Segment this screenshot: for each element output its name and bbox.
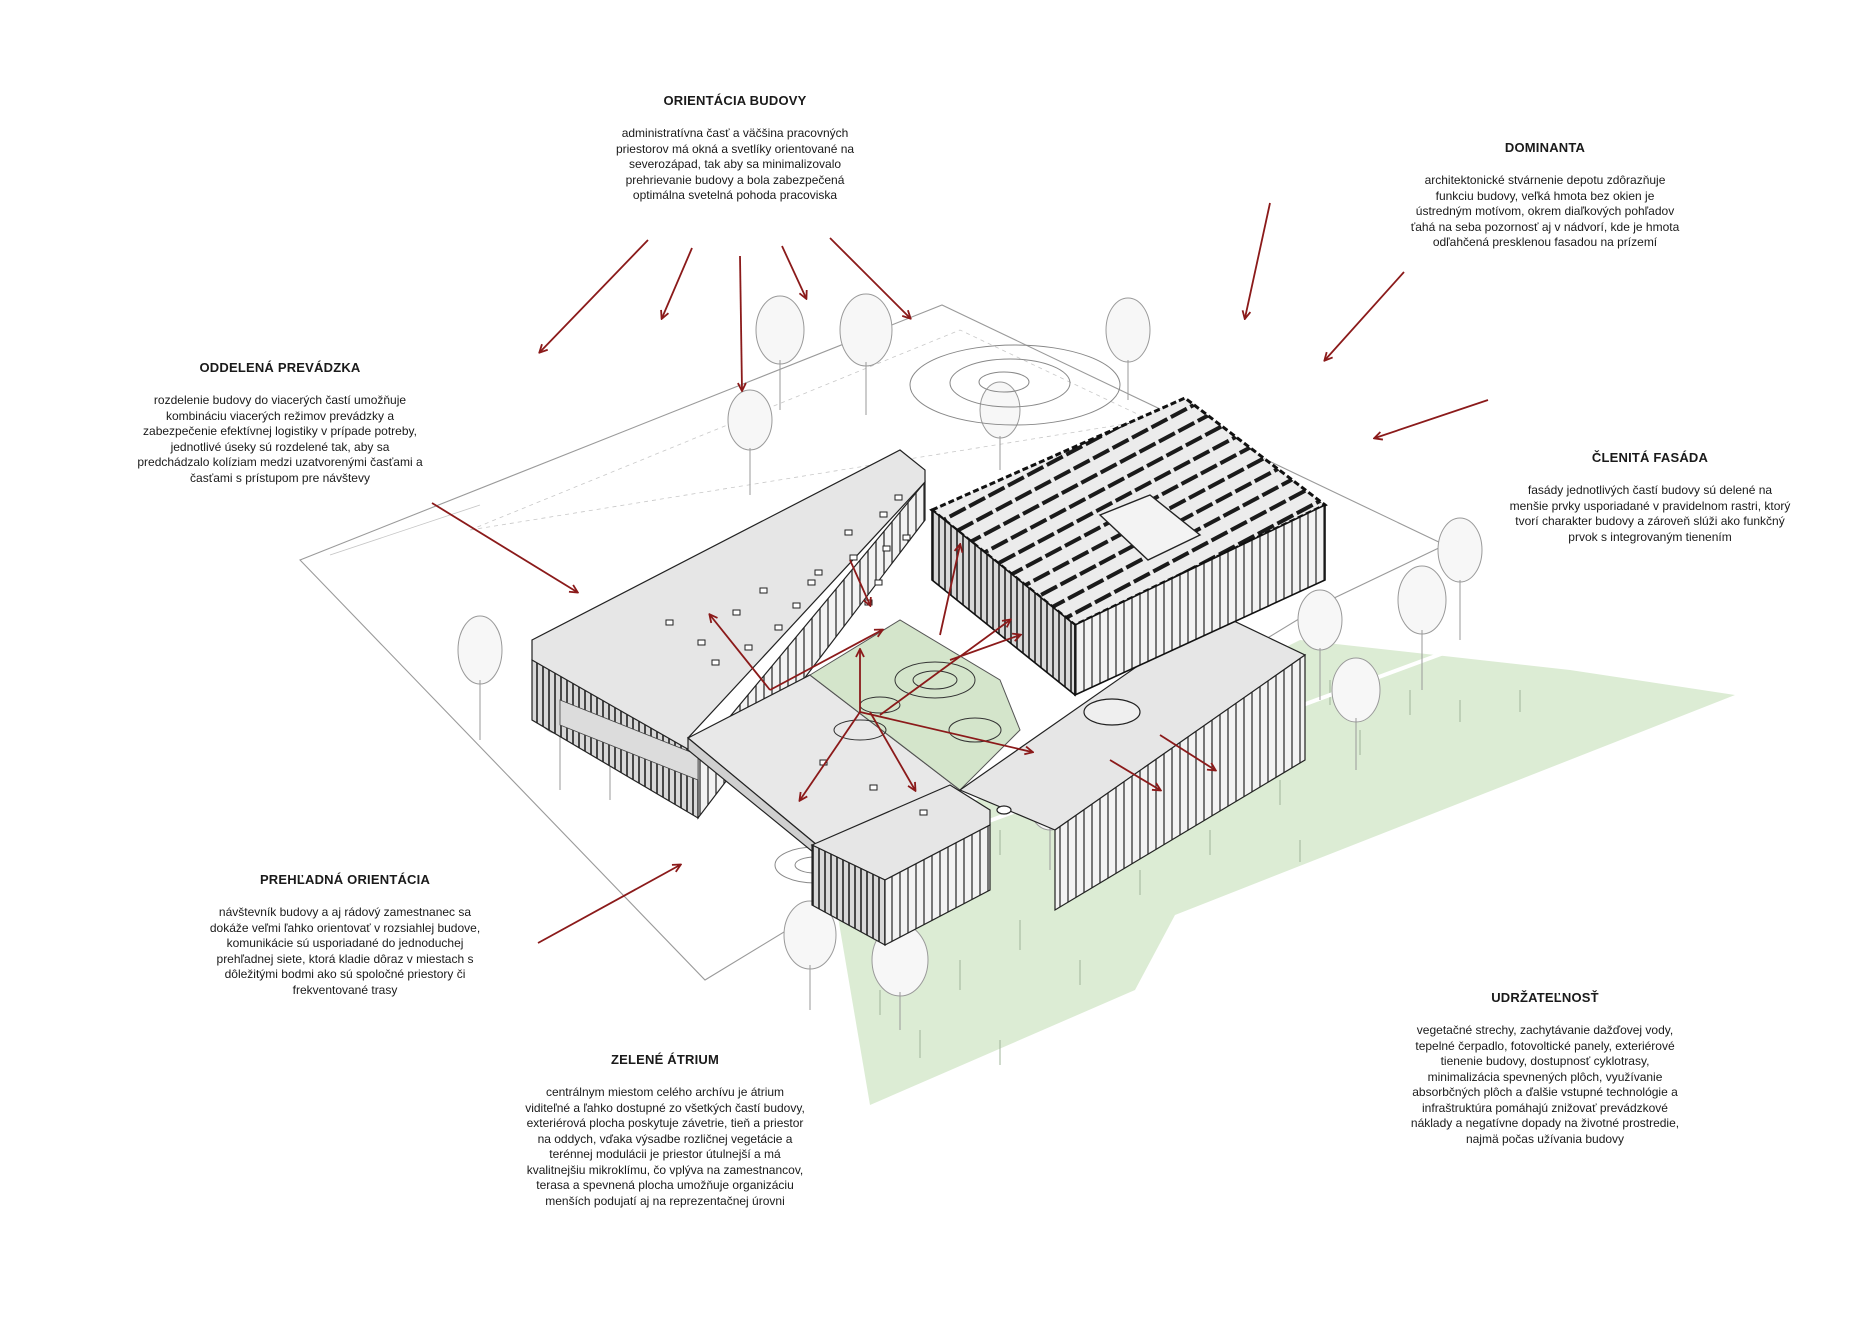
arrow-atrium-2 bbox=[710, 615, 771, 691]
south-pavilion bbox=[810, 784, 1012, 947]
arrow-atrium-5 bbox=[800, 711, 861, 800]
annotation-title: ORIENTÁCIA BUDOVY bbox=[663, 93, 807, 108]
annotation-title: ZELENÉ ÁTRIUM bbox=[610, 1052, 720, 1067]
arrow-orientacia-5 bbox=[829, 237, 910, 318]
annotation-udrzatelnost: UDRŽATEĽNOSŤ vegetačné strechy, zachytáv… bbox=[1385, 990, 1705, 1147]
annotation-dominanta: DOMINANTA architektonické stvárnenie dep… bbox=[1390, 140, 1700, 251]
arrow-oddelena bbox=[431, 502, 577, 592]
arrow-dominanta-1 bbox=[1245, 202, 1271, 318]
arrow-atrium-3 bbox=[849, 559, 870, 605]
annotation-orientacia: ORIENTÁCIA BUDOVY administratívna časť a… bbox=[590, 93, 880, 204]
arrow-east-1 bbox=[1109, 759, 1160, 790]
arrow-orientacia-1 bbox=[540, 239, 649, 352]
annotation-text: vegetačné strechy, zachytávanie dažďovej… bbox=[1410, 1023, 1680, 1146]
annotation-text: fasády jednotlivých častí budovy sú dele… bbox=[1509, 483, 1791, 544]
annotation-arrows bbox=[431, 202, 1489, 944]
arrow-atrium-6 bbox=[859, 711, 1032, 752]
arrow-atrium-10 bbox=[869, 711, 915, 790]
annotation-title: ČLENITÁ FASÁDA bbox=[1591, 450, 1709, 465]
annotation-text: návštevník budovy a aj rádový zamestnane… bbox=[209, 905, 481, 997]
annotation-prehladna: PREHĽADNÁ ORIENTÁCIA návštevník budovy a… bbox=[190, 872, 500, 998]
annotation-title: UDRŽATEĽNOSŤ bbox=[1491, 990, 1599, 1005]
annotation-clenita: ČLENITÁ FASÁDA fasády jednotlivých častí… bbox=[1490, 450, 1810, 545]
annotation-oddelena: ODDELENÁ PREVÁDZKA rozdelenie budovy do … bbox=[120, 360, 440, 486]
arrow-dominanta-2 bbox=[1325, 271, 1405, 360]
arrow-atrium-9 bbox=[949, 635, 1020, 661]
arrow-prehladna bbox=[537, 865, 680, 944]
east-wing bbox=[958, 611, 1307, 912]
annotation-title: DOMINANTA bbox=[1504, 140, 1586, 155]
annotation-text: architektonické stvárnenie depotu zdôraz… bbox=[1410, 173, 1680, 249]
arrow-orientacia-4 bbox=[781, 245, 806, 298]
annotation-text: rozdelenie budovy do viacerých častí umo… bbox=[137, 393, 423, 485]
annotation-text: administratívna časť a väčšina pracovnýc… bbox=[615, 126, 855, 202]
annotation-atrium: ZELENÉ ÁTRIUM centrálnym miestom celého … bbox=[505, 1052, 825, 1209]
arrow-orientacia-3 bbox=[740, 255, 742, 390]
arrow-atrium-1 bbox=[769, 630, 882, 691]
green-atrium bbox=[809, 619, 1021, 791]
arrow-orientacia-2 bbox=[662, 247, 693, 318]
annotation-title: ODDELENÁ PREVÁDZKA bbox=[199, 360, 361, 375]
depot-tower bbox=[929, 396, 1328, 697]
arrow-atrium-8 bbox=[939, 545, 960, 636]
arrow-atrium-7 bbox=[879, 620, 1010, 716]
annotation-text: centrálnym miestom celého archívu je átr… bbox=[525, 1085, 805, 1208]
annotation-title: PREHĽADNÁ ORIENTÁCIA bbox=[259, 872, 431, 887]
arrow-clenita bbox=[1375, 399, 1489, 438]
arrow-east-2 bbox=[1159, 734, 1215, 770]
